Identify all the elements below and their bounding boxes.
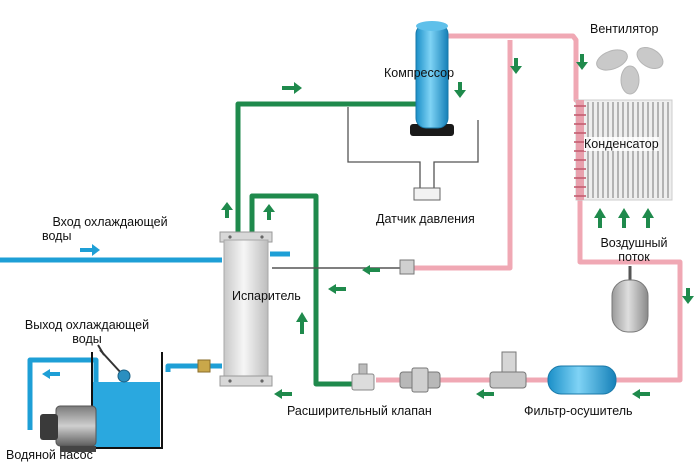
- evaporator: [219, 231, 273, 387]
- arrow-green-down-farright: [682, 288, 694, 304]
- water-pump-icon: [40, 405, 97, 452]
- label-fan: Вентилятор: [590, 22, 659, 36]
- receiver-tank: [611, 266, 649, 333]
- label-condenser: Конденсатор: [584, 137, 659, 151]
- sensor-lines: [347, 107, 479, 190]
- compressor: [410, 21, 454, 136]
- air-arrow-2: [618, 208, 630, 228]
- label-cooling-water-in-line2: воды: [42, 229, 72, 243]
- label-cooling-water-in-line1: Вход охлаждающей: [52, 215, 168, 229]
- label-evaporator: Испаритель: [232, 289, 301, 303]
- air-arrow-3: [642, 208, 654, 228]
- arrow-green-up-right: [263, 204, 275, 220]
- air-arrow-1: [594, 208, 606, 228]
- pressure-sensor: [413, 187, 441, 201]
- cold-refrigerant-lines: [235, 101, 418, 387]
- arrow-green-up-left: [221, 202, 233, 218]
- arrow-green-left-a: [328, 284, 346, 294]
- arrow-green-down-mid: [454, 82, 466, 98]
- arrow-green-left-bottom-a: [476, 389, 494, 399]
- label-air-flow: Воздушный поток: [590, 236, 678, 264]
- label-cooling-water-in: Вход охлаждающей воды: [30, 215, 190, 243]
- expansion-valve: [351, 363, 375, 391]
- arrow-green-down-condenser: [576, 54, 588, 70]
- label-cooling-water-out-line2: воды: [72, 332, 102, 346]
- fan-icon: [596, 47, 664, 95]
- solenoid-valve: [489, 351, 527, 389]
- label-water-pump: Водяной насос: [6, 448, 93, 462]
- label-expansion-valve: Расширительный клапан: [287, 404, 432, 418]
- label-air-flow-line2: поток: [618, 250, 650, 264]
- water-tank: [91, 344, 163, 449]
- label-cooling-water-out-line1: Выход охлаждающей: [24, 318, 150, 332]
- line-valve: [399, 259, 415, 275]
- arrow-green-down-right: [510, 58, 522, 74]
- filter-drier: [547, 365, 617, 395]
- arrow-green-left-bottom-c: [274, 389, 292, 399]
- arrow-green-right-top: [282, 82, 302, 94]
- label-air-flow-line1: Воздушный: [600, 236, 668, 250]
- water-outlet-valve: [197, 359, 211, 373]
- label-compressor: Компрессор: [384, 66, 455, 80]
- arrow-green-up-line: [296, 312, 308, 334]
- arrow-blue-right-in: [80, 244, 100, 256]
- label-pressure-sensor: Датчик давления: [376, 212, 475, 226]
- arrow-green-left-bottom-b: [632, 389, 650, 399]
- arrow-green-left-b: [362, 265, 380, 275]
- label-cooling-water-out: Выход охлаждающей воды: [12, 318, 162, 346]
- arrow-blue-left-out: [42, 369, 60, 379]
- flow-arrows: [42, 54, 694, 399]
- label-filter-drier: Фильтр-осушитель: [524, 404, 633, 418]
- sight-glass: [399, 367, 441, 393]
